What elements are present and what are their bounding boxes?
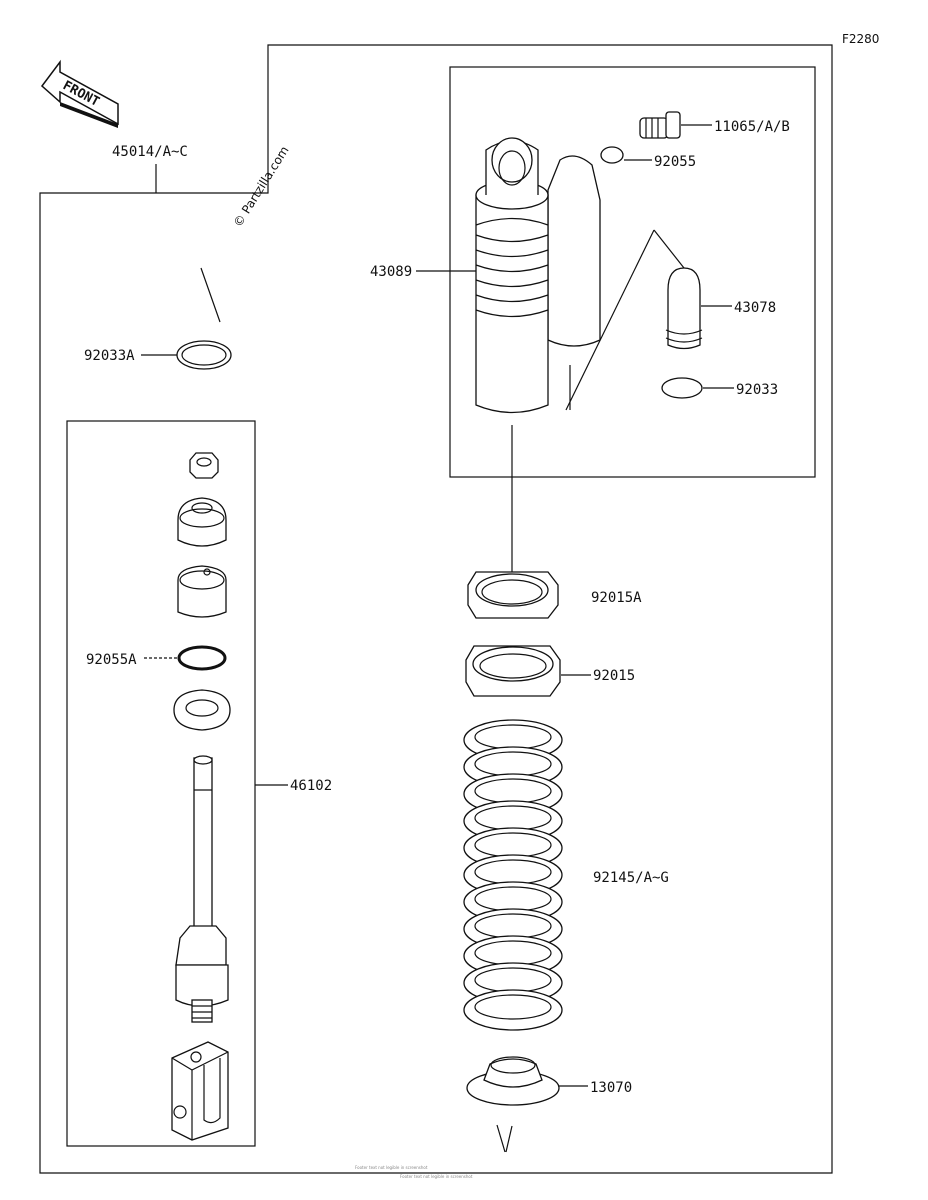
spring xyxy=(463,719,563,1031)
footer-line2: Footer text not legible in screenshot xyxy=(400,1174,473,1179)
shock-body xyxy=(475,137,655,600)
valve xyxy=(639,111,681,139)
label-locknut: 92015A xyxy=(591,590,642,606)
label-oring-rod: 92055A xyxy=(86,652,137,668)
body-subframe xyxy=(449,66,816,478)
label-spring: 92145/A~G xyxy=(593,870,669,886)
rod-assembly-parts xyxy=(171,452,231,1141)
label-assembly: 45014/A~C xyxy=(112,144,188,160)
label-valve: 11065/A/B xyxy=(714,119,790,135)
assembly-frame xyxy=(39,44,833,1174)
rod-subframe xyxy=(66,420,256,1147)
label-circlip-top: 92033A xyxy=(84,348,135,364)
watermark: © Partzilla.com xyxy=(231,144,292,230)
label-bladder: 43078 xyxy=(734,300,776,316)
label-oring-valve: 92055 xyxy=(654,154,696,170)
adjuster xyxy=(465,645,561,697)
footer-line1: Footer text not legible in screenshot xyxy=(355,1165,428,1170)
bladder xyxy=(653,229,703,350)
label-adjuster: 92015 xyxy=(593,668,635,684)
circlip-reservoir xyxy=(661,377,703,399)
label-body: 43089 xyxy=(370,264,412,280)
locknut xyxy=(467,571,559,619)
spring-seat xyxy=(466,1056,560,1153)
label-rod-assembly: 46102 xyxy=(290,778,332,794)
label-seat: 13070 xyxy=(590,1080,632,1096)
label-circlip-reservoir: 92033 xyxy=(736,382,778,398)
oring-valve xyxy=(600,146,624,164)
circlip-top xyxy=(176,267,232,370)
diagram-code: F2280 xyxy=(842,32,879,46)
front-arrow-icon: FRONT xyxy=(40,59,119,128)
